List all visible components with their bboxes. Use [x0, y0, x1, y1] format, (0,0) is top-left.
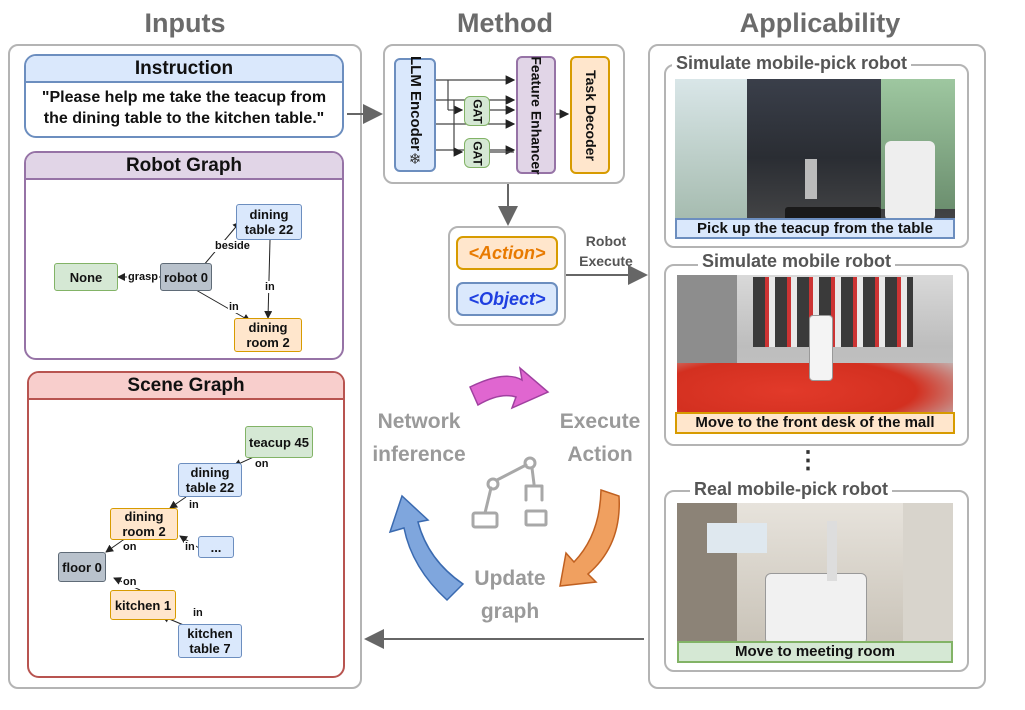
action-token: <Action> [456, 236, 558, 270]
vertical-ellipsis: ⋮ [796, 447, 820, 474]
simulated-kitchen-image [675, 79, 955, 237]
applicability-card-2-title: Simulate mobile robot [698, 251, 896, 272]
update-graph-line-1: Update [474, 567, 546, 590]
scene-graph-edge-label-4: in [184, 541, 196, 553]
robot-graph-node-robot: robot 0 [160, 263, 212, 291]
cycle-arrow-magenta [469, 366, 550, 410]
robot-graph-edge-label-in-right: in [264, 281, 276, 293]
scene-graph-node-teacup: teacup 45 [245, 426, 313, 458]
cycle-arrow-orange [559, 488, 620, 587]
robot-graph-node-none: None [54, 263, 118, 291]
scene-graph-title: Scene Graph [29, 373, 343, 400]
instruction-text-line-1: "Please help me take the teacup from [41, 89, 327, 106]
applicability-card-3-title: Real mobile-pick robot [690, 479, 893, 500]
cycle-arrow-blue [388, 494, 465, 602]
network-inference-line-1: Network [377, 410, 461, 433]
gat-block-2: GAT [464, 138, 490, 168]
applicability-card-1-title: Simulate mobile-pick robot [672, 53, 912, 74]
edge-robot-in-room [195, 289, 251, 322]
applicability-column-title: Applicability [739, 8, 901, 38]
scene-graph-node-dining-table: dining table 22 [178, 463, 242, 497]
robot-arm-icon [471, 456, 548, 529]
network-inference-label: Network inference [364, 405, 474, 471]
scene-graph-edge-label-6: in [192, 607, 204, 619]
scene-graph-edge-label-2: in [188, 499, 200, 511]
robot-graph-title: Robot Graph [26, 153, 342, 180]
simulated-mall-image [677, 275, 953, 433]
object-token: <Object> [456, 282, 558, 316]
instruction-box: Instruction "Please help me take the tea… [24, 54, 344, 138]
applicability-card-2-caption: Move to the front desk of the mall [675, 412, 955, 434]
network-inference-line-2: inference [372, 443, 466, 466]
llm-encoder-block: LLM Encoder [394, 55, 436, 172]
applicability-card-3-caption: Move to meeting room [677, 641, 953, 663]
scene-graph-node-kitchen: kitchen 1 [110, 590, 176, 620]
update-graph-label: Update graph [456, 562, 564, 628]
instruction-text-line-2: the dining table to the kitchen table." [43, 110, 325, 127]
robot-graph-edge-label-grasp: grasp [127, 271, 159, 283]
robot-graph-node-dining-room: dining room 2 [234, 318, 302, 352]
execute-action-line-1: Execute [559, 410, 641, 433]
scene-graph-node-dining-room: dining room 2 [110, 508, 178, 540]
scene-graph-node-ellipsis: ... [198, 536, 234, 558]
task-decoder-block: Task Decoder [570, 56, 610, 174]
robot-execute-label-line-1: Robot [585, 233, 627, 249]
edge-table-in-room [264, 239, 273, 319]
execute-action-line-2: Action [567, 443, 633, 466]
scene-graph-edge-label-1: on [254, 458, 270, 470]
robot-graph-edge-label-in-left: in [228, 301, 240, 313]
execute-action-label: Execute Action [550, 405, 650, 471]
scene-graph-edge-label-3: on [122, 541, 138, 553]
robot-execute-label-line-2: Execute [579, 253, 633, 269]
scene-graph-node-kitchen-table: kitchen table 7 [178, 624, 242, 658]
applicability-card-1-caption: Pick up the teacup from the table [675, 218, 955, 239]
update-graph-line-2: graph [480, 600, 540, 623]
gat-block-1: GAT [464, 96, 490, 126]
real-robot-image [677, 503, 953, 643]
scene-graph-edge-label-5: on [122, 576, 138, 588]
robot-graph-edge-label-beside: beside [214, 240, 251, 252]
scene-graph-node-floor: floor 0 [58, 552, 106, 582]
method-column-title: Method [457, 8, 553, 38]
snowflake-icon: ❄ [408, 151, 422, 168]
instruction-title: Instruction [26, 56, 342, 83]
inputs-column-title: Inputs [144, 8, 226, 38]
feature-enhancer-block: Feature Enhancer [516, 56, 556, 174]
robot-graph-node-dining-table: dining table 22 [236, 204, 302, 240]
